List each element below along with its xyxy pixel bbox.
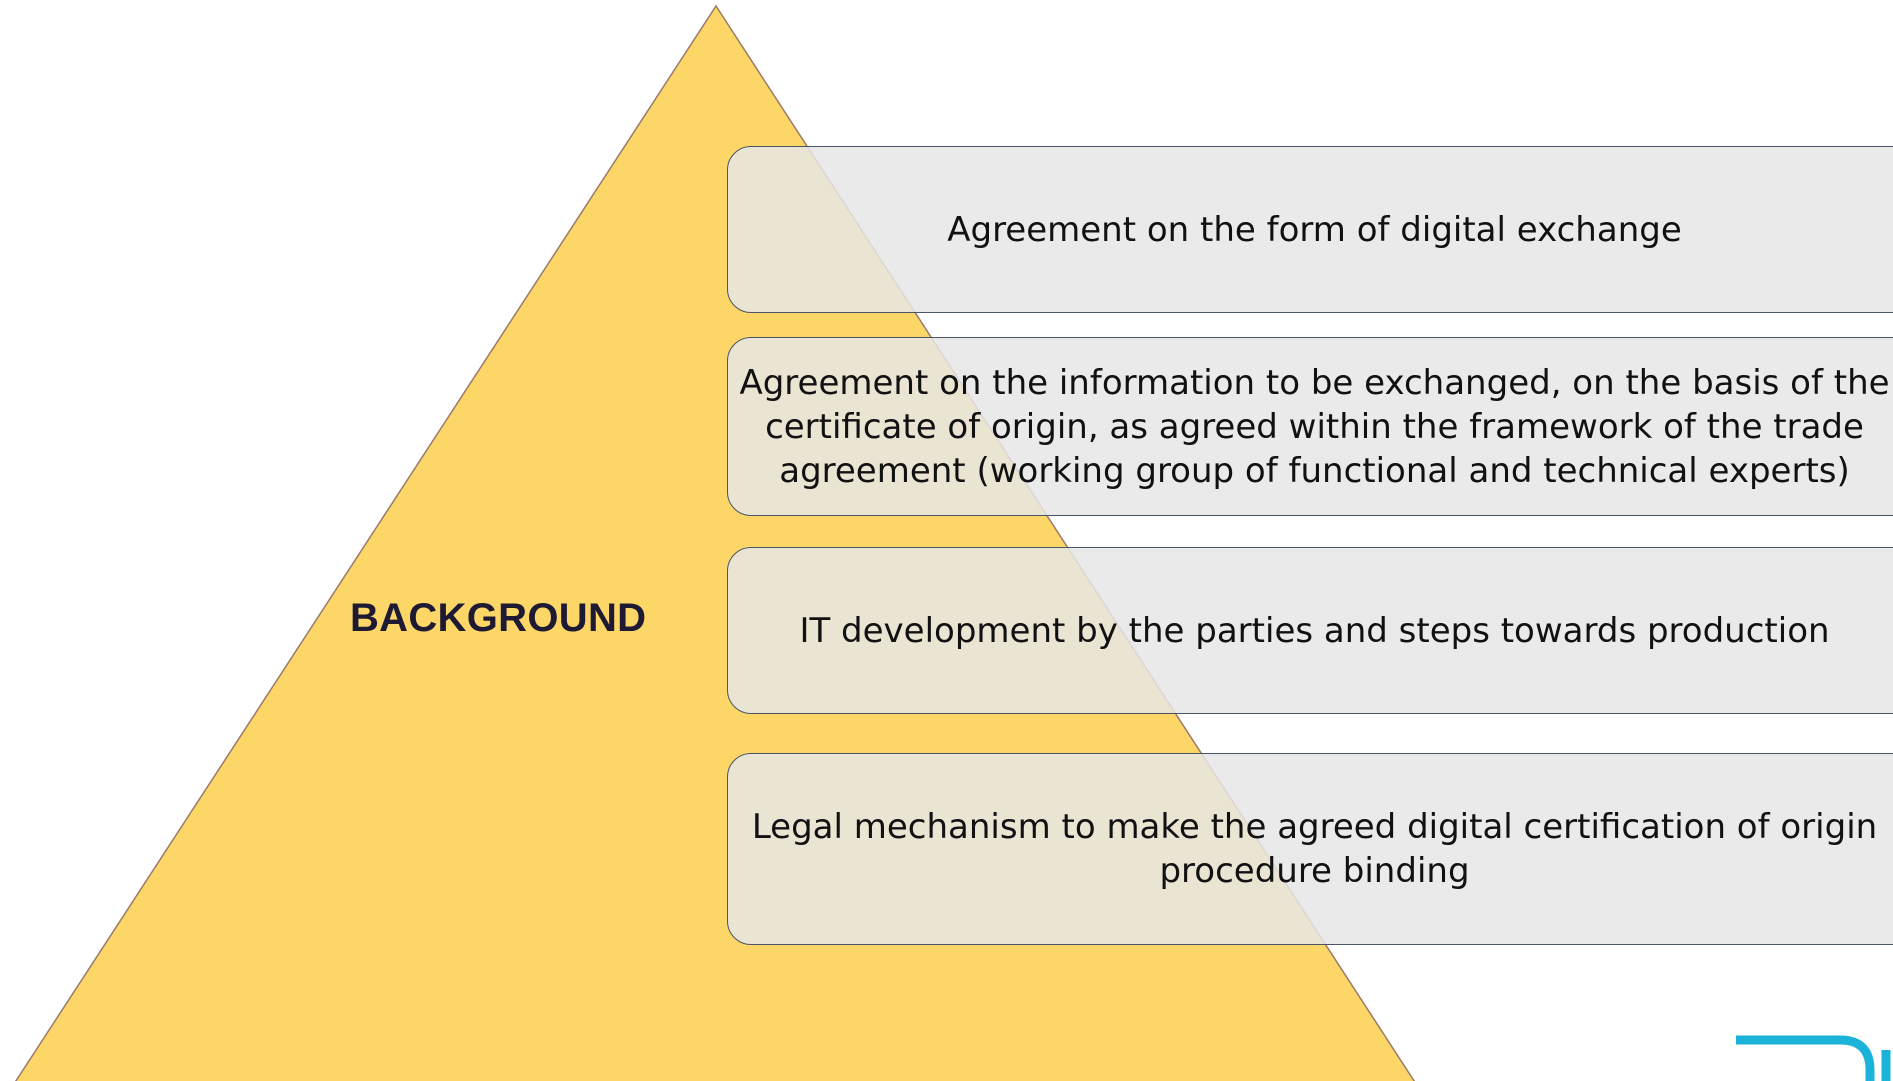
step-box-1-text: Agreement on the form of digital exchang… — [947, 209, 1682, 250]
step-box-2-text: Agreement on the information to be excha… — [739, 362, 1890, 491]
step-box-3: IT development by the parties and steps … — [727, 547, 1893, 714]
step-box-2: Agreement on the information to be excha… — [727, 337, 1893, 516]
step-box-3-text: IT development by the parties and steps … — [799, 610, 1830, 651]
step-box-4: Legal mechanism to make the agreed digit… — [727, 753, 1893, 945]
step-box-1: Agreement on the form of digital exchang… — [727, 146, 1893, 313]
pyramid-label: BACKGROUND — [350, 596, 647, 640]
step-box-4-text: Legal mechanism to make the agreed digit… — [751, 807, 1878, 891]
corner-logo-fragment — [1736, 1035, 1891, 1081]
